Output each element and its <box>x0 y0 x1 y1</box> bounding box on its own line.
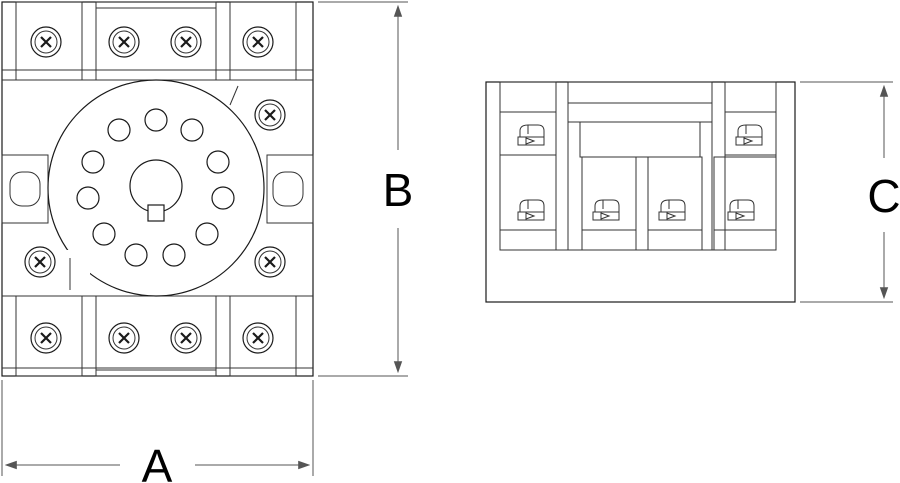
screw-head <box>242 26 274 58</box>
pin-hole <box>92 222 116 246</box>
bottom-terminal-blocks <box>15 295 297 377</box>
front-terminal-screws <box>24 26 286 354</box>
side-screw <box>517 199 545 221</box>
pin-hole <box>124 243 148 267</box>
side-terminal-screws <box>517 124 763 221</box>
center-key-hole <box>129 159 183 222</box>
pin-hole <box>162 243 186 267</box>
socket-body-outline <box>1 1 314 377</box>
pin-hole <box>206 150 230 174</box>
screw-head <box>108 26 140 58</box>
side-screw <box>727 199 755 221</box>
dimension-a-label: A <box>142 440 173 483</box>
octal-socket-outline <box>47 79 265 297</box>
front-view: A B <box>1 1 414 483</box>
dimension-c-label: C <box>867 170 900 222</box>
side-screw <box>592 199 620 221</box>
dimension-b: B <box>318 1 414 377</box>
dimension-a: A <box>1 380 314 483</box>
screw-head <box>30 26 62 58</box>
pin-hole <box>211 186 235 210</box>
screw-head <box>108 322 140 354</box>
top-terminal-blocks <box>15 1 297 81</box>
side-body-outline <box>485 81 796 303</box>
right-mounting-slot <box>272 171 304 207</box>
dimension-b-label: B <box>383 164 414 216</box>
pin-hole <box>76 186 100 210</box>
side-view: C <box>485 81 900 303</box>
screw-head <box>254 246 286 278</box>
pin-hole <box>107 118 131 142</box>
side-screw <box>517 124 545 146</box>
pin-hole <box>81 150 105 174</box>
pin-hole <box>180 118 204 142</box>
screw-head <box>254 99 286 131</box>
screw-head <box>30 322 62 354</box>
pin-hole <box>144 108 168 132</box>
screw-head <box>24 246 56 278</box>
left-mounting-slot <box>9 171 41 207</box>
pin-holes <box>76 108 235 267</box>
side-screw <box>658 199 686 221</box>
dimension-c: C <box>800 81 900 303</box>
screw-head <box>170 26 202 58</box>
side-screw <box>735 124 763 146</box>
pin-hole <box>195 222 219 246</box>
screw-head <box>242 322 274 354</box>
screw-head <box>170 322 202 354</box>
